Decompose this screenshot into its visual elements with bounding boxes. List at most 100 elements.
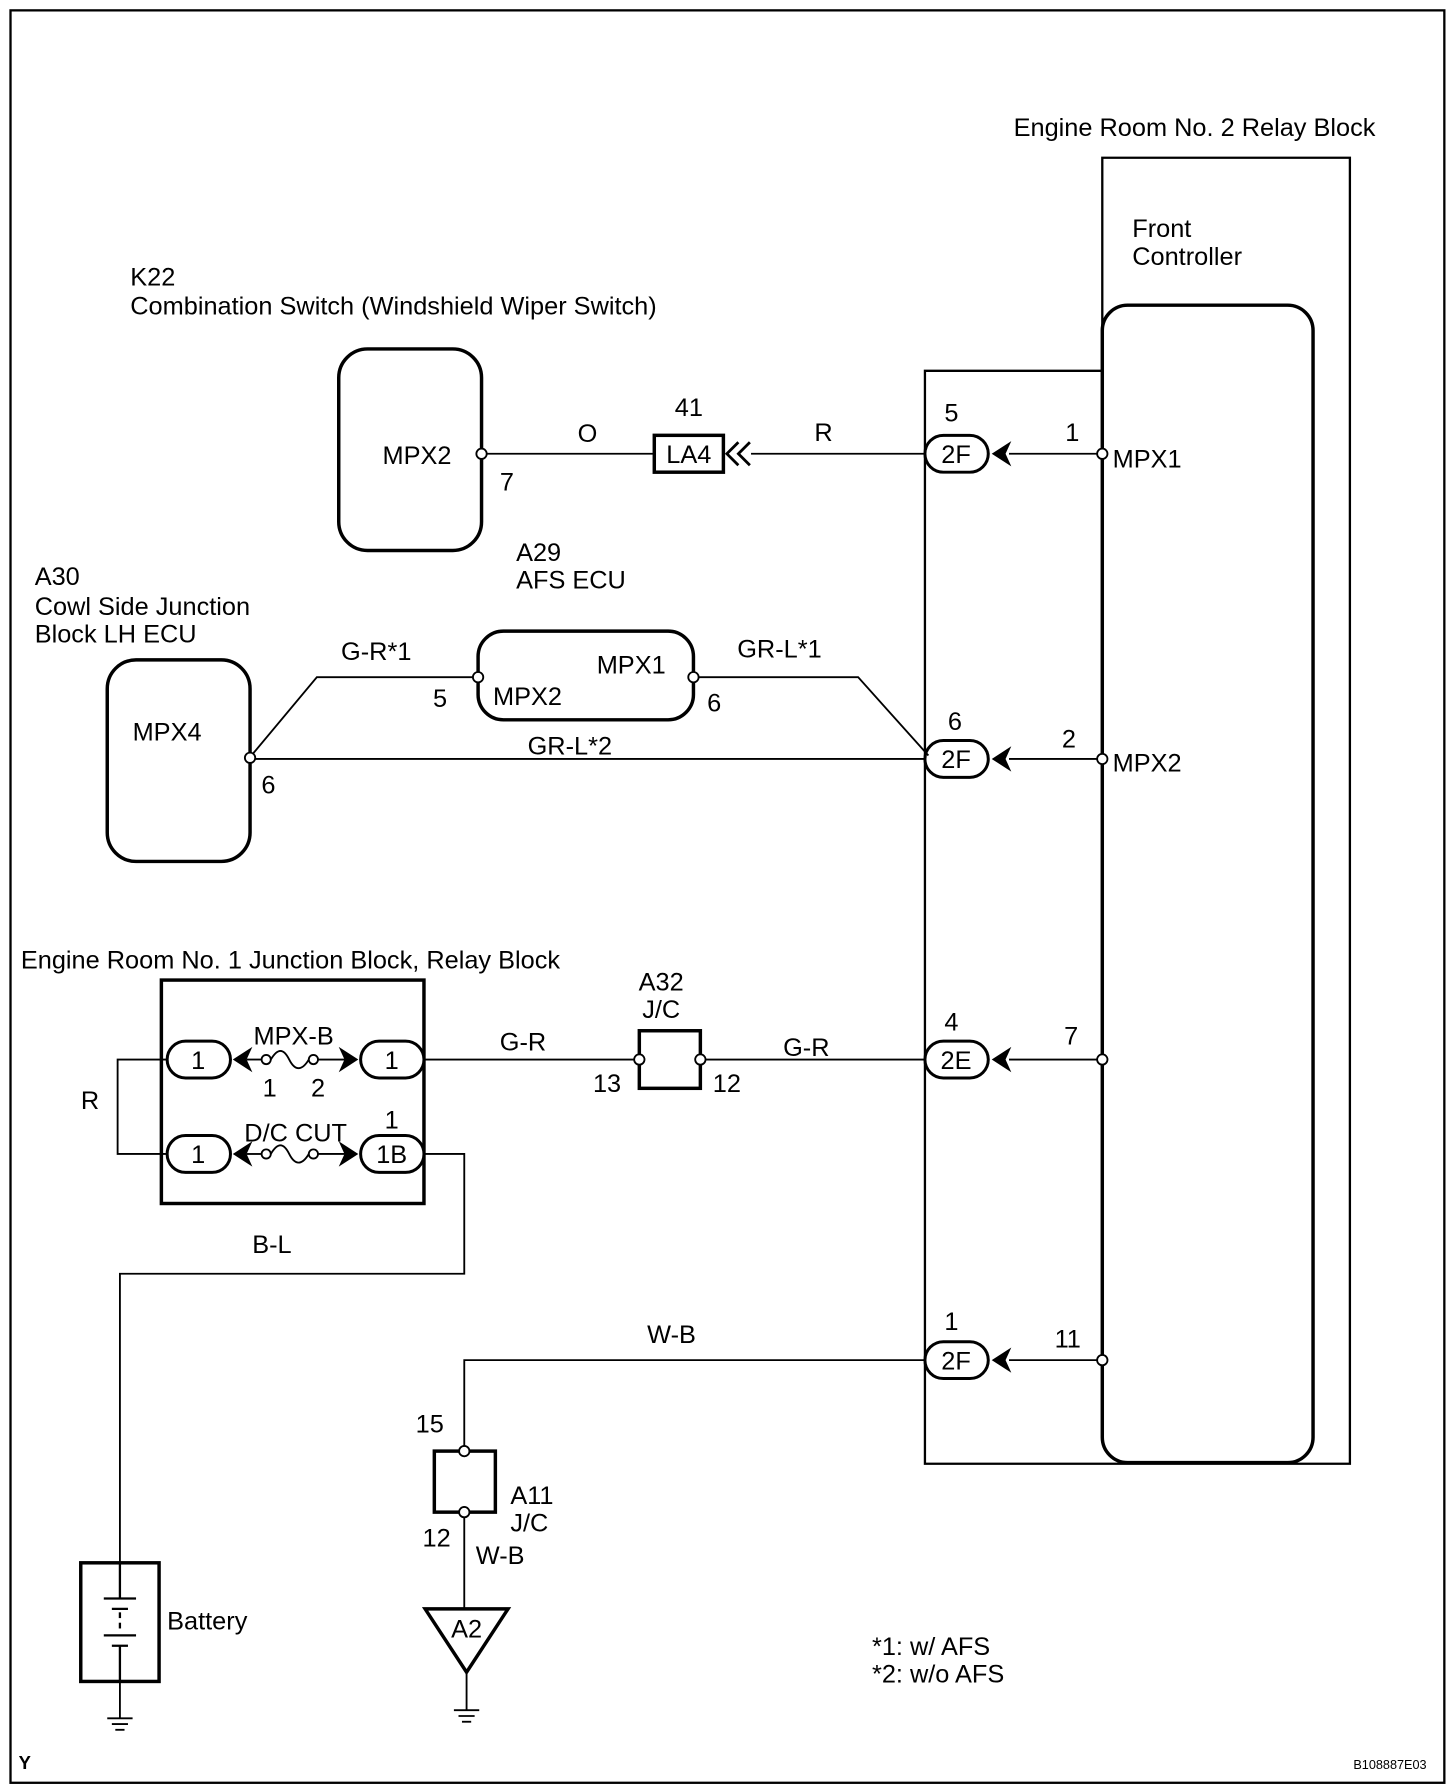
wire-label: GR-L*2 xyxy=(528,732,612,760)
front-controller-label-line2: Controller xyxy=(1132,243,1242,271)
figure-id: B108887E03 xyxy=(1353,1758,1426,1772)
k22-code: K22 xyxy=(130,264,175,292)
terminal-dot xyxy=(307,1148,319,1160)
ground-point-code: A2 xyxy=(451,1616,482,1644)
terminal-dot xyxy=(307,1054,319,1066)
a11-pin-top-label: 15 xyxy=(416,1411,444,1439)
a11-junction-connector: 15 A11 J/C 12 xyxy=(416,1411,554,1553)
connector-code: 1 xyxy=(385,1047,399,1075)
a29-terminal-out-label: MPX1 xyxy=(597,652,666,680)
controller-pin-label: 7 xyxy=(1064,1023,1078,1051)
a29-pin-out-label: 6 xyxy=(707,690,721,718)
connector-code: 2F xyxy=(941,746,971,774)
a32-type: J/C xyxy=(642,996,680,1024)
front-controller-body xyxy=(1100,303,1315,1465)
connector-code: 2F xyxy=(941,441,971,469)
wire-label: W-B xyxy=(647,1321,696,1349)
front-controller-label-line1: Front xyxy=(1132,215,1191,243)
footnote-1: *1: w/ AFS xyxy=(872,1633,990,1661)
relay-block-2: Engine Room No. 2 Relay Block Front Cont… xyxy=(923,114,1376,1465)
wire-label: B-L xyxy=(252,1231,291,1259)
wire-label: O xyxy=(578,420,598,448)
a30-code: A30 xyxy=(35,563,80,591)
wire xyxy=(463,1359,925,1447)
connector-code: 1B xyxy=(376,1141,407,1169)
wire-label: G-R*1 xyxy=(341,638,411,666)
wire-label: R xyxy=(81,1087,99,1115)
terminal-dot xyxy=(1096,1053,1109,1066)
la4-code: LA4 xyxy=(666,441,711,469)
battery: Battery xyxy=(79,1561,248,1684)
terminal-dot xyxy=(458,1506,471,1519)
terminal-dot xyxy=(694,1053,707,1066)
controller-pin-label: 11 xyxy=(1055,1325,1081,1353)
ground-point-icon xyxy=(421,1607,512,1676)
terminal-dot xyxy=(475,447,488,460)
a29-name: AFS ECU xyxy=(516,567,626,595)
connector-la4: LA4 41 xyxy=(652,394,751,474)
connector-code: 1 xyxy=(191,1141,205,1169)
a32-junction-connector: A32 J/C 13 12 xyxy=(593,968,741,1097)
a30-name-line1: Cowl Side Junction xyxy=(35,593,250,621)
battery-icon xyxy=(103,1562,137,1682)
wire-label: R xyxy=(814,419,832,447)
terminal-dot xyxy=(687,671,700,684)
a32-body xyxy=(637,1029,703,1091)
wire-label: G-R xyxy=(783,1034,829,1062)
a11-code: A11 xyxy=(510,1482,553,1510)
wire-label: W-B xyxy=(476,1542,525,1570)
relay-row-4: 2F 1 11 xyxy=(923,1308,1109,1381)
connector-pin-label: 4 xyxy=(944,1009,958,1037)
a29-terminal-in-label: MPX2 xyxy=(493,683,562,711)
a32-pin-out-label: 12 xyxy=(713,1070,741,1098)
wire xyxy=(116,1058,168,1155)
wire xyxy=(698,676,930,757)
ground-icon xyxy=(453,1672,480,1723)
k22-name: Combination Switch (Windshield Wiper Swi… xyxy=(130,292,656,320)
connector-pin-label: 5 xyxy=(944,400,958,428)
connector-arrow-icon xyxy=(338,1141,359,1167)
wire xyxy=(118,1153,466,1563)
terminal-dot xyxy=(471,671,485,684)
a11-pin-bottom-label: 12 xyxy=(423,1525,451,1553)
fuse-name: MPX-B xyxy=(254,1023,334,1051)
terminal-dot xyxy=(243,751,257,764)
fuse-icon xyxy=(269,1050,310,1070)
fuse-name: D/C CUT xyxy=(244,1119,347,1147)
connector-arrow-icon xyxy=(338,1046,359,1073)
connector-arrow-icon xyxy=(991,1046,1012,1073)
relay-block-2-title: Engine Room No. 2 Relay Block xyxy=(1014,114,1376,142)
connector-pin-label: 1 xyxy=(944,1308,958,1336)
connector-code: 1 xyxy=(191,1047,205,1075)
terminal-dot xyxy=(260,1148,272,1160)
footnote-2: *2: w/o AFS xyxy=(872,1661,1004,1689)
a30-name-line2: Block LH ECU xyxy=(35,621,197,649)
a30-cowl-side-junction-block: A30 Cowl Side Junction Block LH ECU MPX4… xyxy=(35,563,276,864)
fuse-pin-label: 1 xyxy=(385,1107,399,1135)
controller-terminal-label: MPX1 xyxy=(1113,446,1182,474)
la4-pin-label: 41 xyxy=(675,394,703,422)
relay-row-1: 2F 5 1 MPX1 xyxy=(923,400,1182,474)
a32-code: A32 xyxy=(639,968,684,996)
la4-body xyxy=(652,433,726,474)
k22-combination-switch: K22 Combination Switch (Windshield Wiper… xyxy=(130,264,657,553)
connector-pin-label: 6 xyxy=(948,708,962,736)
a32-pin-in-label: 13 xyxy=(593,1070,621,1098)
controller-terminal-label: MPX2 xyxy=(1113,750,1182,778)
connector-arrow-icon xyxy=(232,1141,253,1167)
controller-pin-label: 2 xyxy=(1062,725,1076,753)
fuse-pin-label: 2 xyxy=(311,1074,325,1102)
ground-point-a2: A2 xyxy=(421,1607,512,1676)
a29-pin-in-label: 5 xyxy=(433,685,447,713)
terminal-dot xyxy=(458,1445,471,1458)
a30-terminal-label: MPX4 xyxy=(133,719,202,747)
double-chevron-icon xyxy=(724,441,740,467)
fuse-pin-label: 1 xyxy=(263,1074,277,1102)
connector-code: 2E xyxy=(941,1047,972,1075)
a30-body xyxy=(105,658,252,864)
terminal-dot xyxy=(1096,752,1109,766)
terminal-dot xyxy=(1096,1354,1109,1367)
terminal-dot xyxy=(633,1053,646,1066)
terminal-dot xyxy=(1096,447,1109,460)
connector-code: 2F xyxy=(941,1347,971,1375)
